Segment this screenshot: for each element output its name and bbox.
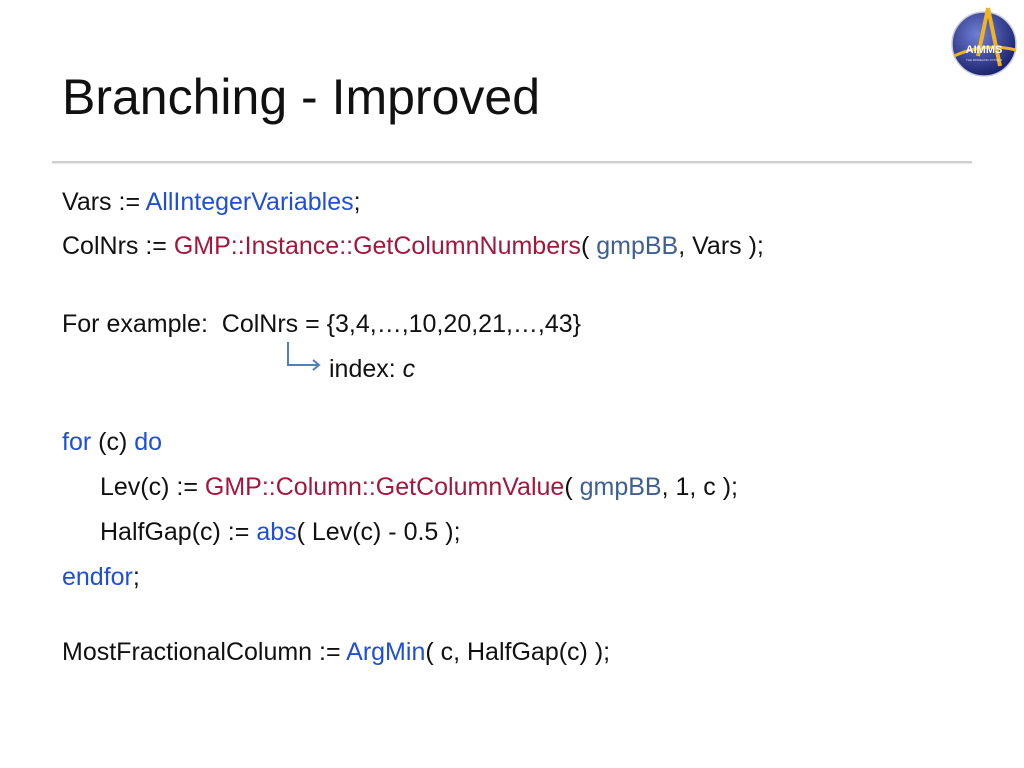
code-text: Vars := — [62, 188, 146, 216]
code-line-for: for (c) do — [62, 425, 162, 459]
code-text: index: — [329, 355, 403, 383]
code-line-halfgap: HalfGap(c) := abs( Lev(c) - 0.5 ); — [100, 515, 461, 549]
code-text: ( Lev(c) - 0.5 ); — [296, 518, 461, 546]
code-keyword: endfor — [62, 563, 133, 591]
index-symbol: c — [402, 355, 416, 383]
code-keyword: do — [134, 428, 163, 456]
code-text: , 1, c ); — [661, 473, 738, 501]
code-keyword: abs — [256, 518, 297, 546]
code-text: ( — [580, 232, 597, 260]
svg-text:THE MODELING SYSTEM: THE MODELING SYSTEM — [966, 58, 1003, 62]
code-function: GMP::Column::GetColumnValue — [204, 473, 565, 501]
code-text: ; — [353, 188, 361, 216]
aimms-logo: AIMMS THE MODELING SYSTEM — [951, 7, 1017, 77]
code-function: GMP::Instance::GetColumnNumbers — [173, 232, 581, 260]
code-text: MostFractionalColumn := — [62, 638, 347, 666]
code-text: ; — [132, 563, 140, 591]
code-text: (c) — [91, 428, 135, 456]
code-text: ColNrs := — [62, 232, 174, 260]
code-keyword: for — [62, 428, 92, 456]
code-line-vars: Vars := AllIntegerVariables; — [62, 185, 361, 219]
code-text: Lev(c) := — [100, 473, 205, 501]
code-line-colnrs: ColNrs := GMP::Instance::GetColumnNumber… — [62, 229, 764, 263]
slide-title: Branching - Improved — [62, 69, 541, 125]
svg-text:AIMMS: AIMMS — [966, 44, 1003, 56]
title-separator — [52, 161, 972, 163]
code-line-lev: Lev(c) := GMP::Column::GetColumnValue( g… — [100, 470, 738, 504]
code-text: ( — [564, 473, 580, 501]
code-keyword: AllIntegerVariables — [145, 188, 354, 216]
code-text: HalfGap(c) := — [100, 518, 257, 546]
code-identifier: gmpBB — [579, 473, 662, 501]
code-text: , Vars ); — [678, 232, 764, 260]
code-identifier: gmpBB — [596, 232, 679, 260]
index-line: index: c — [329, 352, 415, 386]
example-line: For example: ColNrs = {3,4,…,10,20,21,…,… — [62, 310, 582, 338]
code-keyword: ArgMin — [346, 638, 426, 666]
code-text: ( c, HalfGap(c) ); — [425, 638, 611, 666]
code-line-endfor: endfor; — [62, 560, 140, 594]
code-line-argmin: MostFractionalColumn := ArgMin( c, HalfG… — [62, 635, 610, 669]
index-arrow-icon — [287, 342, 321, 371]
